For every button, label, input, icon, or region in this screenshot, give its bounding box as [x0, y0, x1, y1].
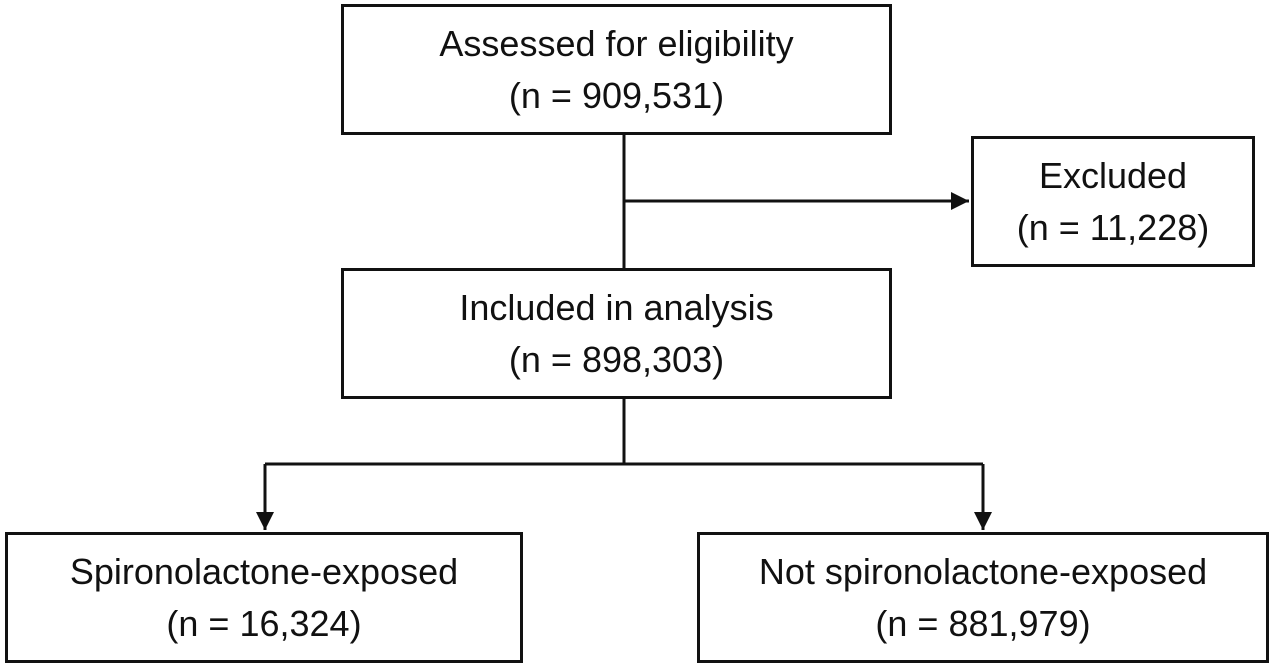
assessed-count: (n = 909,531) — [508, 74, 725, 116]
not-spironolactone-exposed-label: Not spironolactone-exposed — [758, 550, 1208, 592]
excluded-count: (n = 11,228) — [1016, 206, 1210, 248]
excluded-box: Excluded (n = 11,228) — [971, 136, 1255, 267]
included-count: (n = 898,303) — [508, 338, 725, 380]
assessed-for-eligibility-box: Assessed for eligibility (n = 909,531) — [341, 4, 892, 135]
not-spironolactone-exposed-box: Not spironolactone-exposed (n = 881,979) — [697, 532, 1269, 663]
included-label: Included in analysis — [459, 286, 774, 328]
spironolactone-exposed-box: Spironolactone-exposed (n = 16,324) — [5, 532, 523, 663]
included-in-analysis-box: Included in analysis (n = 898,303) — [341, 268, 892, 399]
excluded-label: Excluded — [1038, 154, 1188, 196]
not-spironolactone-exposed-count: (n = 881,979) — [875, 602, 1091, 644]
spironolactone-exposed-label: Spironolactone-exposed — [69, 550, 459, 592]
assessed-label: Assessed for eligibility — [439, 22, 794, 64]
spironolactone-exposed-count: (n = 16,324) — [166, 602, 362, 644]
